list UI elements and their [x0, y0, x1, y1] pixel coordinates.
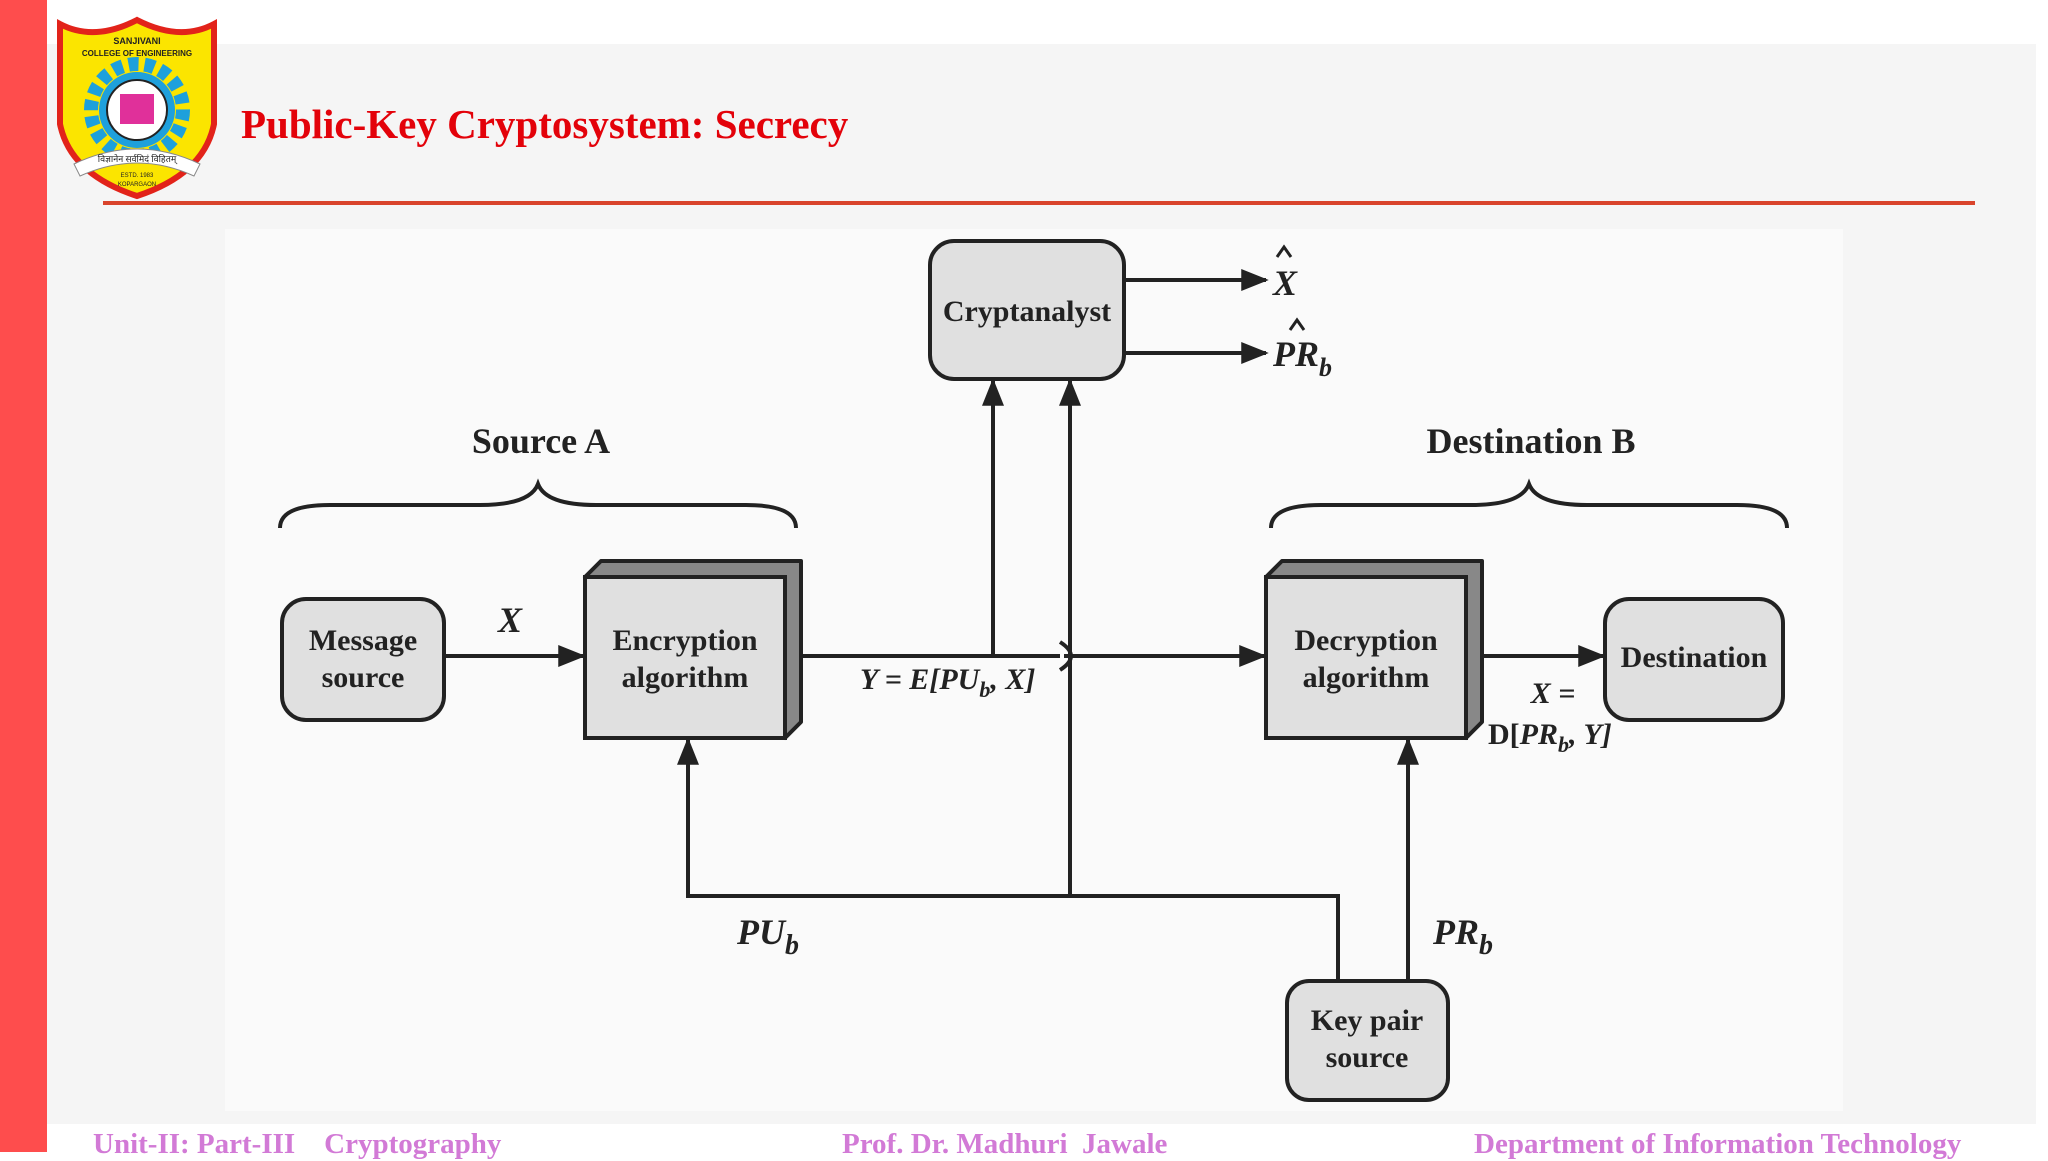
destination-brace — [1269, 478, 1789, 529]
public-key-label: PUb — [736, 912, 799, 961]
encryption-line2: algorithm — [622, 661, 749, 694]
cryptanalyst-label: Cryptanalyst — [943, 295, 1111, 328]
key-pair-source-box: Key pair source — [1285, 979, 1450, 1102]
source-a-label: Source A — [472, 421, 610, 461]
private-key-label: PRb — [1432, 912, 1493, 961]
destination-b-label: Destination B — [1426, 421, 1635, 461]
decrypt-label-line1: X = — [1530, 677, 1576, 710]
key-pair-line2: source — [1326, 1041, 1409, 1074]
logo-name: SANJIVANI — [113, 36, 160, 46]
message-source-line1: Message — [309, 624, 417, 657]
college-logo: SANJIVANI COLLEGE OF ENGINEERING विज्ञान… — [57, 16, 217, 200]
decrypt-label-line2: D[PRb, Y] — [1488, 718, 1612, 757]
destination-label: Destination — [1621, 641, 1768, 674]
message-source-box: Message source — [280, 597, 446, 722]
logo-place: KOPARGAON — [118, 182, 156, 188]
x-hat-label: X — [1272, 263, 1298, 303]
public-key-arrow — [677, 737, 1340, 981]
ciphertext-label: Y = E[PUb, X] — [860, 663, 1035, 702]
cryptanalyst-box: Cryptanalyst — [928, 239, 1126, 381]
logo-estd: ESTD. 1983 — [121, 173, 154, 179]
message-source-line2: source — [322, 661, 405, 694]
footer-author: Prof. Dr. Madhuri Jawale — [842, 1128, 1168, 1160]
logo-motto: विज्ञानेन सर्वमिदं विहितम् — [98, 153, 178, 165]
logo-subtitle: COLLEGE OF ENGINEERING — [82, 49, 192, 58]
pr-hat-label: PRb — [1272, 334, 1332, 382]
decryption-line2: algorithm — [1303, 661, 1430, 694]
plaintext-x-label: X — [497, 600, 523, 640]
footer-department: Department of Information Technology — [1474, 1128, 1962, 1160]
left-accent-bar — [0, 0, 47, 1152]
title-underline — [103, 201, 1975, 205]
footer-unit: Unit-II: Part-III Cryptography — [93, 1128, 502, 1160]
decryption-line1: Decryption — [1294, 624, 1438, 657]
encryption-line1: Encryption — [612, 624, 757, 657]
x-hat-caret — [1275, 244, 1293, 258]
key-pair-line1: Key pair — [1311, 1004, 1424, 1037]
source-brace — [278, 478, 798, 529]
slide-title: Public-Key Cryptosystem: Secrecy — [241, 101, 849, 147]
decryption-algorithm-box: Decryption algorithm — [1264, 559, 1484, 740]
destination-box: Destination — [1603, 597, 1785, 722]
pr-hat-caret — [1288, 317, 1306, 331]
encryption-algorithm-box: Encryption algorithm — [583, 559, 803, 740]
